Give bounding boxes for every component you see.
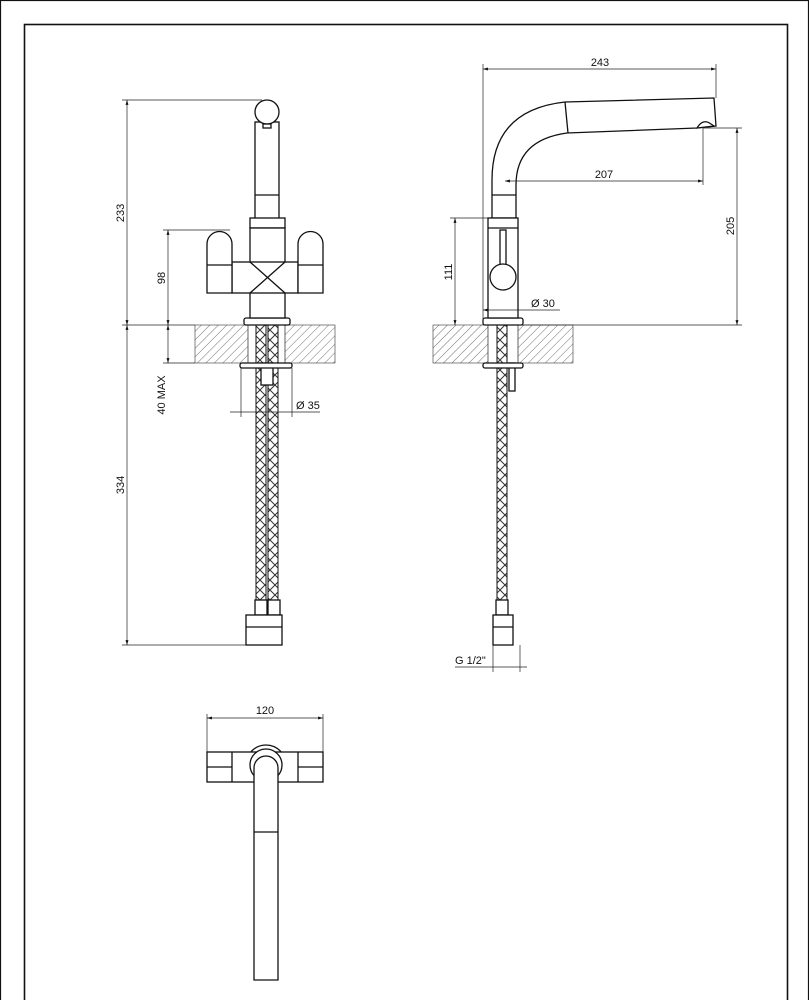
dim-spout-height: 205 — [725, 217, 737, 235]
supply-hoses — [245, 324, 283, 646]
side-view: 243 207 205 111 Ø 30 G 1/2" — [432, 57, 742, 672]
hose-connector — [245, 614, 283, 646]
dim-deck-thickness: 40 MAX — [156, 375, 168, 415]
dim-body-diameter: Ø 30 — [531, 298, 555, 310]
spout-head — [254, 99, 280, 125]
top-view: 120 — [206, 705, 324, 981]
dim-connection: G 1/2" — [455, 655, 486, 667]
right-handle — [297, 230, 324, 294]
spout-tube — [254, 121, 280, 221]
spout-top — [253, 755, 279, 981]
left-handle — [206, 230, 233, 294]
dim-total-height: 233 — [115, 204, 127, 222]
deck-plate — [243, 317, 291, 326]
dim-hole-diameter: Ø 35 — [296, 400, 320, 412]
dim-handle-height: 98 — [156, 272, 168, 284]
dim-body-height: 111 — [443, 264, 455, 281]
front-view: 233 334 98 40 MAX Ø 35 — [115, 99, 336, 646]
dim-spout-inner: 207 — [595, 169, 613, 181]
fixing-plate — [239, 362, 293, 369]
hose-connector-side — [492, 614, 514, 646]
lever-handle — [489, 263, 517, 291]
spout — [491, 97, 717, 219]
drawing-frame — [23, 23, 789, 1000]
dim-handle-width: 120 — [256, 705, 274, 717]
dim-hose-length: 334 — [115, 476, 127, 494]
dim-spout-reach: 243 — [591, 57, 609, 69]
